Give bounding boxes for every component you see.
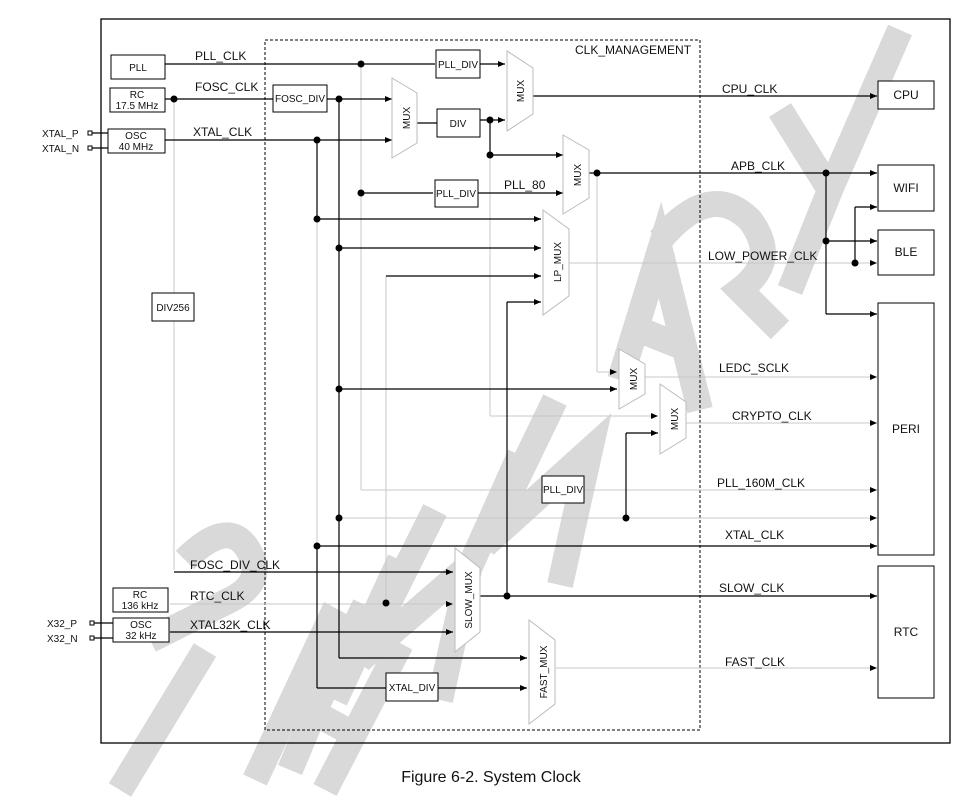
crypto-clk-label: CRYPTO_CLK xyxy=(732,409,812,423)
figure-caption: Figure 6-2. System Clock xyxy=(401,769,582,786)
mux-apb: MUX xyxy=(562,134,590,215)
svg-text:XTAL_DIV: XTAL_DIV xyxy=(389,683,436,694)
osc-32khz-block: OSC 32 kHz xyxy=(112,617,170,643)
div256-block: DIV256 xyxy=(151,292,195,322)
mux-a: MUX xyxy=(391,77,418,159)
svg-text:PLL: PLL xyxy=(129,63,147,74)
pll-160m-clk-label: PLL_160M_CLK xyxy=(717,476,805,490)
pll-80-label: PLL_80 xyxy=(504,178,546,192)
fosc-div-block: FOSC_DIV xyxy=(272,84,328,113)
svg-text:RC: RC xyxy=(133,590,147,601)
svg-text:MUX: MUX xyxy=(573,164,584,187)
wifi-block: WIFI xyxy=(877,164,935,212)
svg-text:CPU: CPU xyxy=(893,88,918,102)
osc-40mhz-block: OSC 40 MHz xyxy=(107,128,166,154)
svg-text:RC: RC xyxy=(130,90,144,101)
svg-text:MUX: MUX xyxy=(516,80,527,103)
svg-text:X32_P: X32_P xyxy=(47,619,77,630)
diagram-frame xyxy=(100,18,951,744)
pin-x32-p: X32_P xyxy=(47,619,95,630)
rc-136khz-block: RC 136 kHz xyxy=(112,587,169,613)
svg-text:PLL_DIV: PLL_DIV xyxy=(543,485,583,496)
svg-text:MUX: MUX xyxy=(629,368,640,391)
mux-crypto: MUX xyxy=(659,383,687,455)
svg-text:32 kHz: 32 kHz xyxy=(125,631,156,642)
svg-text:XTAL_P: XTAL_P xyxy=(42,129,79,140)
svg-text:MUX: MUX xyxy=(670,408,681,431)
div-block: DIV xyxy=(436,108,481,138)
svg-text:40 MHz: 40 MHz xyxy=(119,142,153,153)
rc-17-5mhz-block: RC 17.5 MHz xyxy=(109,87,166,113)
lp-mux: LP_MUX xyxy=(542,209,570,316)
svg-text:136 kHz: 136 kHz xyxy=(122,601,159,612)
apb-clk-label: APB_CLK xyxy=(731,159,785,173)
svg-text:17.5 MHz: 17.5 MHz xyxy=(116,101,159,112)
fosc-div-clk-label: FOSC_DIV_CLK xyxy=(190,558,280,572)
svg-text:OSC: OSC xyxy=(130,620,152,631)
svg-text:PLL_DIV: PLL_DIV xyxy=(438,60,478,71)
svg-text:PERI: PERI xyxy=(892,422,920,436)
svg-text:BLE: BLE xyxy=(895,245,918,259)
clk-management-label: CLK_MANAGEMENT xyxy=(575,43,692,57)
cpu-clk-label: CPU_CLK xyxy=(722,82,777,96)
pll-block: PLL xyxy=(110,54,166,80)
ledc-sclk-label: LEDC_SCLK xyxy=(719,361,789,375)
pin-xtal-p: XTAL_P xyxy=(42,129,93,140)
slow-clk-label: SLOW_CLK xyxy=(719,581,784,595)
svg-text:DIV: DIV xyxy=(450,119,467,130)
pll-div-mid-block: PLL_DIV xyxy=(434,179,479,208)
svg-text:WIFI: WIFI xyxy=(893,181,918,195)
pin-xtal-n: XTAL_N xyxy=(42,144,93,155)
low-power-clk-label: LOW_POWER_CLK xyxy=(708,249,817,263)
xtal-div-block: XTAL_DIV xyxy=(385,672,439,702)
slow-mux: SLOW_MUX xyxy=(454,546,481,654)
clk-management-region xyxy=(264,39,701,731)
fosc-clk-label: FOSC_CLK xyxy=(195,80,258,94)
junction-dots xyxy=(170,60,859,607)
mux-cpu: MUX xyxy=(506,50,534,132)
svg-text:OSC: OSC xyxy=(125,131,147,142)
svg-text:RTC: RTC xyxy=(894,625,919,639)
pll-div-top-block: PLL_DIV xyxy=(435,49,481,79)
svg-text:XTAL_N: XTAL_N xyxy=(42,144,79,155)
svg-text:LP_MUX: LP_MUX xyxy=(553,242,564,282)
svg-text:X32_N: X32_N xyxy=(47,634,78,645)
peri-block: PERI xyxy=(877,302,935,556)
mux-ledc: MUX xyxy=(618,348,646,410)
pin-x32-n: X32_N xyxy=(47,634,95,645)
svg-text:FAST_MUX: FAST_MUX xyxy=(539,645,550,698)
pll-clk-label: PLL_CLK xyxy=(195,49,246,63)
fast-mux: FAST_MUX xyxy=(528,618,556,726)
pll-div-low-block: PLL_DIV xyxy=(541,475,585,504)
xtal32k-clk-label: XTAL32K_CLK xyxy=(190,618,271,632)
rtc-clk-label: RTC_CLK xyxy=(190,589,244,603)
svg-text:SLOW_MUX: SLOW_MUX xyxy=(464,571,475,629)
fast-clk-label: FAST_CLK xyxy=(725,655,785,669)
ble-block: BLE xyxy=(877,229,935,276)
cpu-block: CPU xyxy=(877,80,935,110)
svg-text:PLL_DIV: PLL_DIV xyxy=(436,189,476,200)
black-wires xyxy=(92,61,877,691)
xtal-clk-out-label: XTAL_CLK xyxy=(725,528,784,542)
svg-text:DIV256: DIV256 xyxy=(156,303,190,314)
xtal-clk-label: XTAL_CLK xyxy=(193,125,252,139)
svg-text:FOSC_DIV: FOSC_DIV xyxy=(275,94,325,105)
rtc-block: RTC xyxy=(877,565,935,699)
svg-text:MUX: MUX xyxy=(402,107,413,130)
